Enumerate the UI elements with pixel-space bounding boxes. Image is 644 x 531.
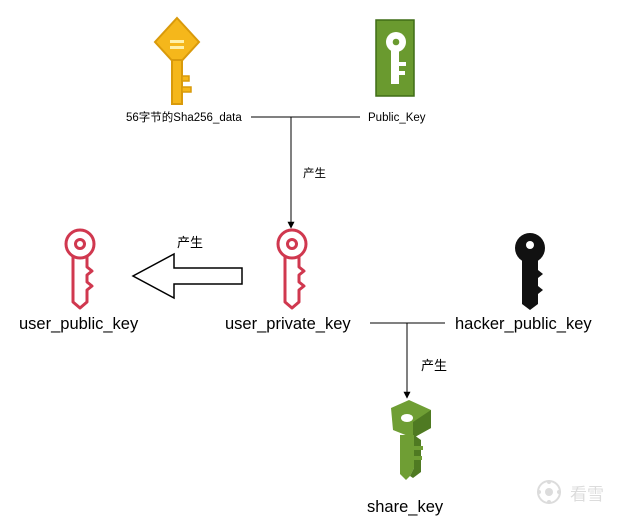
produce-label-bottom: 产生 <box>421 358 447 373</box>
watermark-logo <box>537 480 561 504</box>
public-key-badge-icon <box>375 19 415 97</box>
share-key-icon <box>391 400 431 480</box>
user-public-key-label: user_public_key <box>19 315 139 333</box>
watermark-text: 看雪 <box>570 485 604 504</box>
produce-label-left: 产生 <box>177 235 203 250</box>
hacker-public-key-label: hacker_public_key <box>455 315 592 333</box>
user-public-key-icon <box>64 228 96 310</box>
public-key-label: Public_Key <box>368 112 426 124</box>
user-private-key-icon <box>276 228 308 310</box>
produce-label-top: 产生 <box>303 166 326 180</box>
user-private-key-label: user_private_key <box>225 315 351 333</box>
hacker-public-key-icon <box>515 233 545 310</box>
share-key-label: share_key <box>367 498 444 516</box>
produce-left-arrow <box>131 252 243 300</box>
hash-data-label: 56字节的Sha256_data <box>126 110 242 124</box>
gold-key-icon <box>153 16 201 105</box>
